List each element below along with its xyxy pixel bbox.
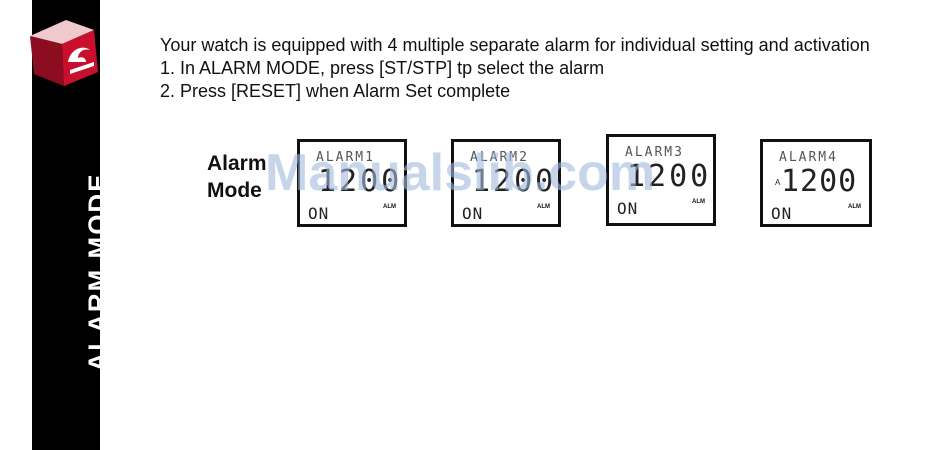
alarm-mode-label: Alarm Mode <box>207 150 267 204</box>
lcd-status: ON <box>771 204 793 223</box>
lcd-screen-alarm1: ALARM1 1200 ON ALM <box>297 139 407 227</box>
lcd-screen-alarm2: ALARM2 1200 ON ALM <box>451 139 561 227</box>
intro-line: Your watch is equipped with 4 multiple s… <box>160 35 870 55</box>
lcd-alm-indicator: ALM <box>537 204 550 210</box>
lcd-status: ON <box>462 204 484 223</box>
alarm-label-line2: Mode <box>207 179 262 202</box>
lcd-screen-alarm3: ALARM3 1200 ON ALM <box>606 134 716 226</box>
lcd-time: 1200 <box>472 164 557 199</box>
lcd-status: ON <box>308 204 330 223</box>
lcd-time: 1200 <box>781 164 858 199</box>
lcd-alarm-name: ALARM4 <box>779 150 838 165</box>
sidebar-title: ALARM MODE <box>82 172 113 372</box>
step-1: 1. In ALARM MODE, press [ST/STP] tp sele… <box>160 58 605 78</box>
quiksilver-logo-icon <box>30 20 98 86</box>
alarm-label-line1: Alarm <box>207 152 267 175</box>
intro-text: Your watch is equipped with 4 multiple s… <box>160 34 880 103</box>
lcd-alarm-name: ALARM2 <box>470 150 529 165</box>
lcd-alm-indicator: ALM <box>383 204 396 210</box>
lcd-alm-indicator: ALM <box>692 199 705 205</box>
alarm-marker-icon: A <box>775 178 781 187</box>
lcd-alarm-name: ALARM1 <box>316 150 375 165</box>
step-2: 2. Press [RESET] when Alarm Set complete <box>160 81 511 101</box>
lcd-alarm-name: ALARM3 <box>625 145 684 160</box>
lcd-time: 1200 <box>627 159 712 194</box>
lcd-alm-indicator: ALM <box>848 204 861 210</box>
lcd-status: ON <box>617 199 639 218</box>
lcd-screen-alarm4: ALARM4 A 1200 ON ALM <box>760 139 872 227</box>
lcd-time: 1200 <box>318 164 403 199</box>
